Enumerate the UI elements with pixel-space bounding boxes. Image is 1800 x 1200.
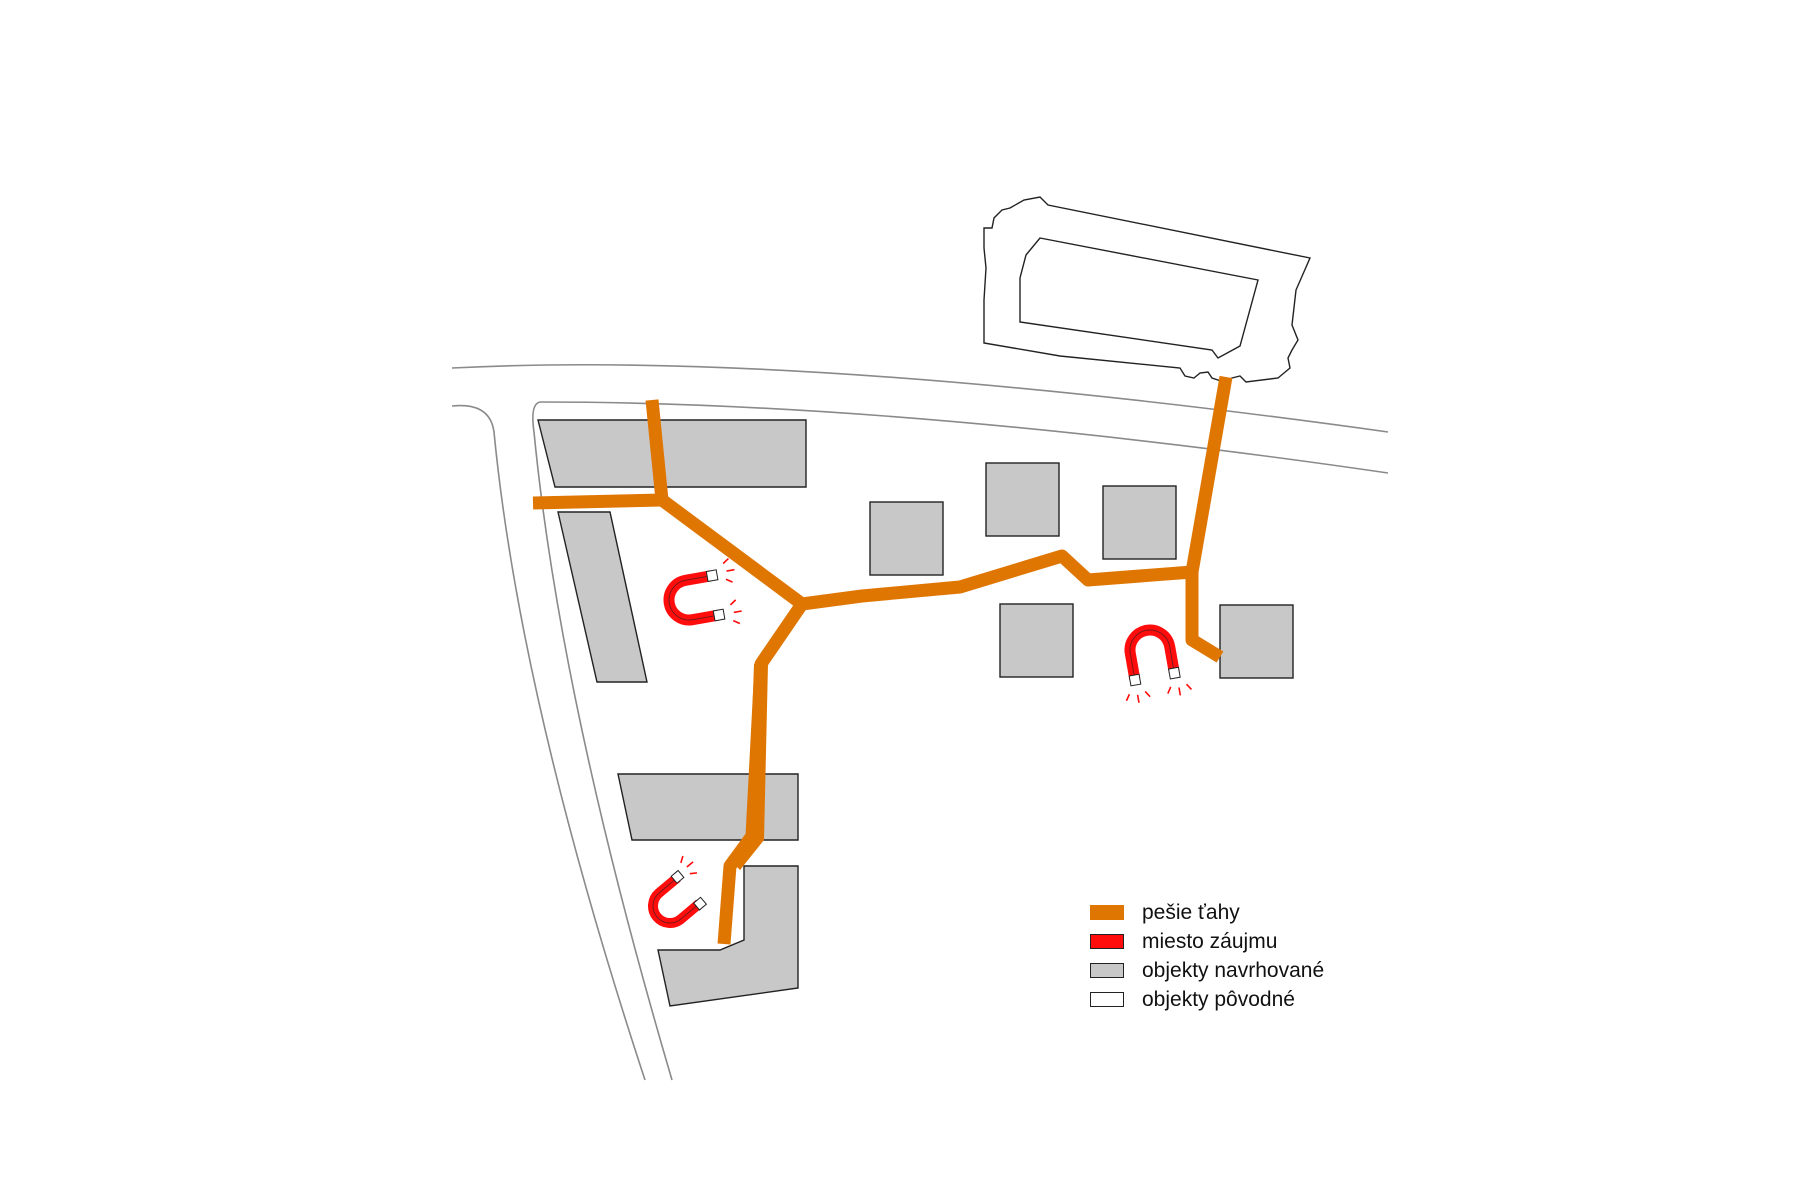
proposed-buildings: [537, 419, 1294, 1007]
legend-item-walkways: pešie ťahy: [1090, 898, 1324, 927]
legend-swatch-points-of-interest: [1090, 934, 1124, 949]
legend-item-original-buildings: objekty pôvodné: [1090, 985, 1324, 1014]
legend-item-proposed-buildings: objekty navrhované: [1090, 956, 1324, 985]
proposed-building-1: [537, 419, 807, 488]
walkway-south-widening: [734, 664, 768, 870]
legend-swatch-walkways: [1090, 905, 1124, 920]
magnet-icon: [663, 557, 742, 626]
proposed-building-5: [1102, 485, 1177, 560]
road-edge-west-inner: [532, 401, 673, 1081]
walkway-diagonal: [658, 494, 806, 610]
proposed-building-4: [985, 462, 1060, 537]
legend-label-points-of-interest: miesto záujmu: [1142, 929, 1278, 953]
legend-label-walkways: pešie ťahy: [1142, 900, 1240, 924]
original-building-outline: [983, 196, 1311, 383]
walkway-north-east: [1185, 375, 1233, 574]
legend-swatch-original-buildings: [1090, 992, 1124, 1007]
walkway-east-spur: [1185, 572, 1224, 663]
proposed-building-9: [657, 865, 799, 1007]
map-legend: pešie ťahy miesto záujmu objekty navrhov…: [1090, 898, 1324, 1014]
walkway-north-west: [645, 399, 669, 501]
proposed-building-8: [617, 773, 799, 841]
magnet-icon: [648, 855, 708, 928]
legend-label-proposed-buildings: objekty navrhované: [1142, 958, 1325, 982]
proposed-building-7: [1219, 604, 1294, 679]
walkway-main-east: [801, 549, 1193, 611]
magnet-icon: [1124, 624, 1193, 703]
legend-item-points-of-interest: miesto záujmu: [1090, 927, 1324, 956]
road-edge-west-outer: [451, 404, 646, 1081]
proposed-building-6: [999, 603, 1074, 678]
proposed-building-3: [869, 501, 944, 576]
proposed-building-2: [557, 511, 648, 683]
points-of-interest: [648, 557, 1193, 928]
legend-label-original-buildings: objekty pôvodné: [1142, 987, 1295, 1011]
walkway-west: [532, 493, 663, 510]
original-building: [983, 196, 1311, 383]
walkways: [532, 375, 1233, 945]
legend-swatch-proposed-buildings: [1090, 963, 1124, 978]
